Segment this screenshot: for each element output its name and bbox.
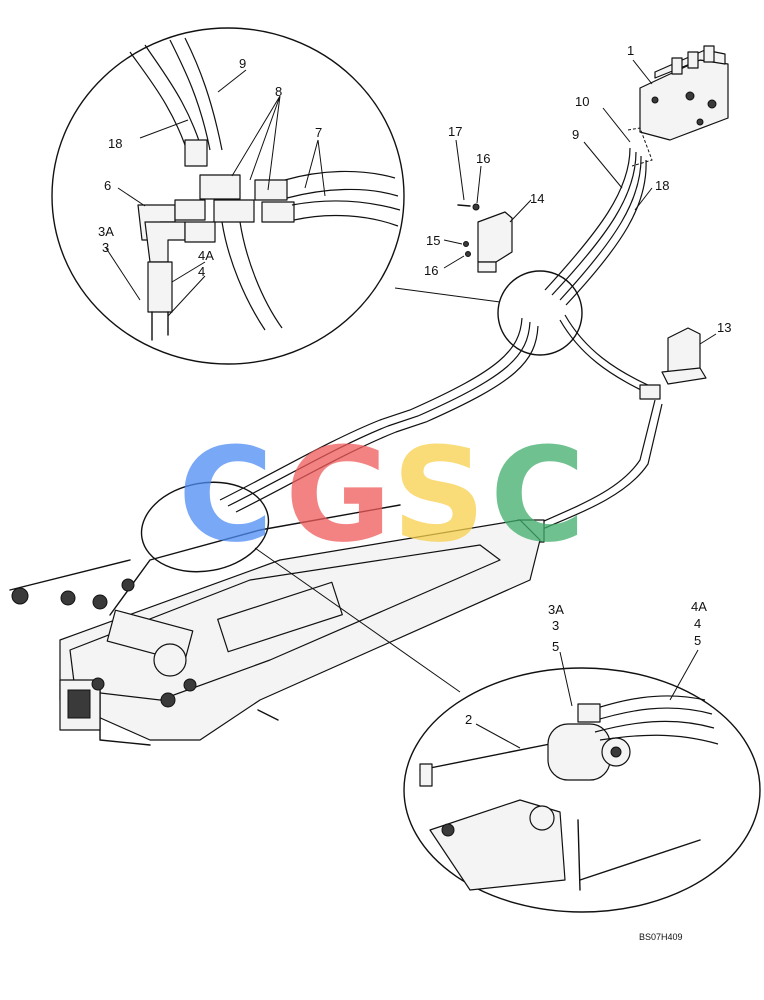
label-18-top: 18 [108,136,122,151]
frame-detail-ellipse [140,481,270,573]
watermark: C G S C [178,419,585,571]
label-3-bottom: 3 [552,618,559,633]
label-16-b: 16 [424,263,438,278]
detail-link-line [394,287,501,303]
label-3A-top: 3A [98,224,114,239]
label-1: 1 [627,43,634,58]
label-2: 2 [465,712,472,727]
label-18-mid: 18 [655,178,669,193]
label-9-top: 9 [239,56,246,71]
watermark-letter-c1: C [178,419,273,571]
control-valve [627,45,729,167]
label-4-top: 4 [198,264,205,279]
label-9-mid: 9 [572,127,579,142]
label-4A-top: 4A [198,248,214,263]
bracket-13 [661,327,717,385]
label-5-right: 5 [694,633,701,648]
bracket-assembly [443,139,532,273]
detail-circle-cylinder [403,649,761,913]
undercarriage-frame [9,504,541,746]
label-16-a: 16 [476,151,490,166]
label-6: 6 [104,178,111,193]
watermark-letter-g: G [285,419,392,571]
label-7: 7 [315,125,322,140]
part-labels: 1 9 8 18 7 6 3A 3 4A 4 10 9 18 17 16 14 … [98,43,731,942]
label-4A-bottom: 4A [691,599,707,614]
label-3-top: 3 [102,240,109,255]
label-14: 14 [530,191,544,206]
label-4-bottom: 4 [694,616,701,631]
detail-circle-fittings [51,27,405,365]
watermark-letter-s: S [392,419,486,571]
drawing-code: BS07H409 [639,932,683,942]
label-13: 13 [717,320,731,335]
label-15: 15 [426,233,440,248]
label-10: 10 [575,94,589,109]
label-5-left: 5 [552,639,559,654]
watermark-letter-c2: C [490,419,585,571]
label-17: 17 [448,124,462,139]
label-8: 8 [275,84,282,99]
detail-link-line-2 [254,547,461,693]
label-3A-bottom: 3A [548,602,564,617]
